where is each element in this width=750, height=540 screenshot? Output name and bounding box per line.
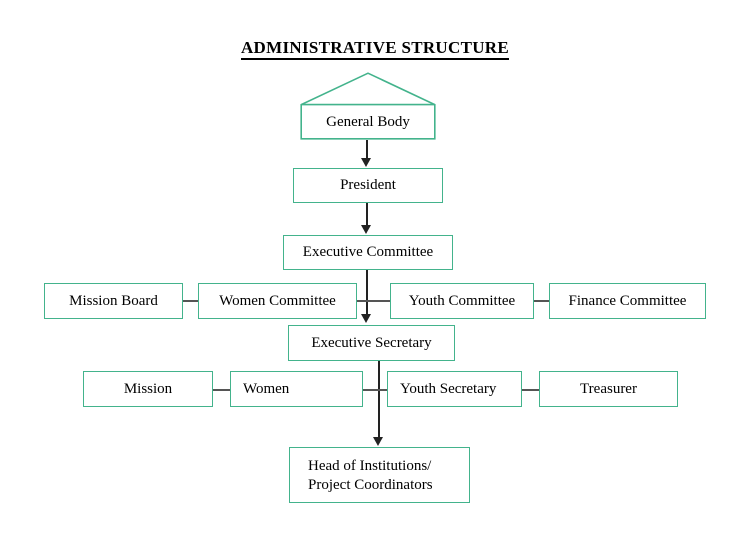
link-women-committee-to-youth-committee	[357, 300, 390, 302]
connector-executive-committee-to-executive-secretary	[366, 270, 368, 318]
link-youth-committee-to-finance-committee	[534, 300, 549, 302]
node-finance-committee[interactable]: Finance Committee	[549, 283, 706, 319]
page-title: ADMINISTRATIVE STRUCTURE	[0, 38, 750, 60]
node-president[interactable]: President	[293, 168, 443, 203]
node-head-of-institutions[interactable]: Head of Institutions/ Project Coordinato…	[289, 447, 470, 503]
arrowhead-executive-committee	[361, 225, 372, 234]
arrowhead-executive-secretary	[361, 314, 372, 323]
arrowhead-head-of-institutions	[373, 437, 384, 446]
node-women-committee[interactable]: Women Committee	[198, 283, 357, 319]
link-mission-board-to-women-committee	[183, 300, 198, 302]
link-youth-secretary-to-treasurer	[522, 389, 539, 391]
head-of-institutions-line-1: Head of Institutions/	[308, 458, 432, 474]
node-general-body[interactable]: General Body	[326, 113, 410, 130]
node-executive-secretary[interactable]: Executive Secretary	[288, 325, 455, 361]
node-mission[interactable]: Mission	[83, 371, 213, 407]
link-mission-to-women	[213, 389, 230, 391]
node-youth-committee[interactable]: Youth Committee	[390, 283, 534, 319]
link-women-to-youth-secretary	[363, 389, 387, 391]
node-mission-board[interactable]: Mission Board	[44, 283, 183, 319]
node-executive-committee[interactable]: Executive Committee	[283, 235, 453, 270]
page-title-text: ADMINISTRATIVE STRUCTURE	[240, 38, 510, 60]
node-treasurer[interactable]: Treasurer	[539, 371, 678, 407]
node-youth-secretary[interactable]: Youth Secretary	[387, 371, 522, 407]
arrowhead-president	[361, 158, 372, 167]
general-body-shape	[300, 72, 436, 140]
connector-executive-secretary-to-head-of-institutions	[378, 361, 380, 441]
connector-president-to-executive-committee	[366, 203, 368, 227]
connector-general-body-to-president	[366, 140, 368, 161]
node-women[interactable]: Women	[230, 371, 363, 407]
head-of-institutions-line-2: Project Coordinators	[308, 476, 433, 493]
